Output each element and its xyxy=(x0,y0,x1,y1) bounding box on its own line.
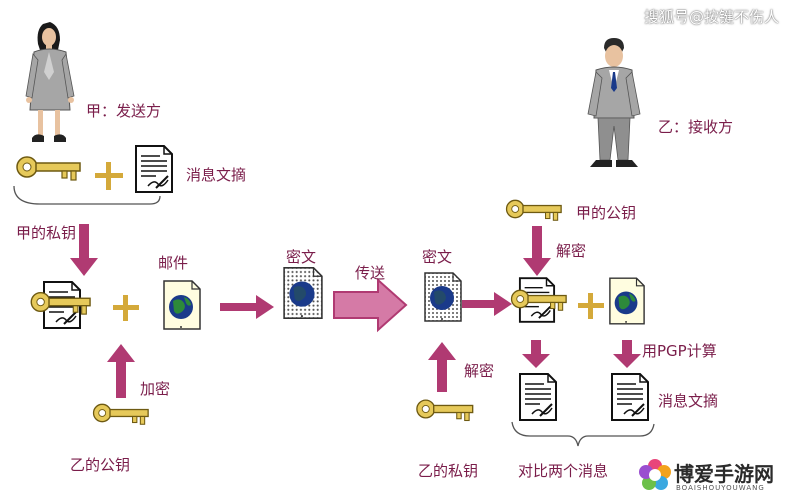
arrow-cipher-to-decrypt xyxy=(462,292,512,316)
label-compare: 对比两个消息 xyxy=(518,462,609,480)
sender-private-key-icon xyxy=(16,156,81,181)
sender-public-key-icon xyxy=(505,199,562,221)
label-sender: 甲：发送方 xyxy=(86,102,162,120)
label-digest-right: 消息文摘 xyxy=(658,392,719,410)
arrow-transmit xyxy=(333,277,408,333)
mail-icon xyxy=(163,280,201,330)
arrow-down-pgp xyxy=(613,340,641,368)
label-cipher-left: 密文 xyxy=(286,248,317,266)
logo-name: 博爱手游网 xyxy=(674,462,774,486)
arrow-up-encrypt xyxy=(107,344,135,398)
cipher-left-icon xyxy=(283,266,323,320)
sender-figure xyxy=(25,22,75,142)
label-decrypt-right: 解密 xyxy=(464,362,495,380)
label-receiver: 乙：接收方 xyxy=(658,118,734,136)
label-receiver-private-key: 乙的私钥 xyxy=(418,462,479,480)
plus-icon-3 xyxy=(578,293,604,319)
receiver-private-key-icon xyxy=(416,399,474,422)
plus-icon xyxy=(95,162,123,190)
label-receiver-public-key: 乙的公钥 xyxy=(70,456,131,474)
label-cipher-right: 密文 xyxy=(422,248,453,266)
label-digest-left: 消息文摘 xyxy=(186,166,247,184)
watermark: 搜狐号@按键不伤人 xyxy=(643,8,779,26)
flower-logo-icon xyxy=(639,459,671,490)
arrow-down-encrypt-digest xyxy=(70,224,98,276)
receiver-public-key-icon xyxy=(92,403,149,425)
label-encrypt: 加密 xyxy=(140,380,171,398)
digest-doc-right-a-icon xyxy=(519,373,557,421)
label-mail: 邮件 xyxy=(158,254,189,272)
site-logo: 博爱手游网 BOAISHOUYOUWANG xyxy=(636,456,788,496)
label-transmit: 传送 xyxy=(355,264,386,282)
label-decrypt-top: 解密 xyxy=(556,242,587,260)
logo-domain: BOAISHOUYOUWANG xyxy=(676,484,765,492)
arrows xyxy=(70,224,641,398)
label-sender-private-key: 甲的私钥 xyxy=(16,224,77,242)
arrow-mail-to-cipher xyxy=(220,295,274,319)
decrypted-mail-icon xyxy=(609,277,645,325)
signed-digest-icon xyxy=(30,281,91,329)
label-pgp-compute: 用PGP计算 xyxy=(642,342,717,360)
digest-doc-right-b-icon xyxy=(611,373,649,421)
digest-doc-icon xyxy=(135,145,173,193)
receiver-figure xyxy=(587,38,641,167)
arrow-up-decrypt xyxy=(428,342,456,392)
arrow-down-digest-a xyxy=(522,340,550,368)
plus-icon-2 xyxy=(113,295,139,321)
verify-digest-icon xyxy=(510,277,567,323)
bracket-left xyxy=(13,185,161,205)
cipher-right-icon xyxy=(424,272,462,322)
arrow-down-decrypt xyxy=(523,226,551,276)
label-sender-public-key: 甲的公钥 xyxy=(576,204,637,222)
compare-bracket xyxy=(511,421,655,447)
